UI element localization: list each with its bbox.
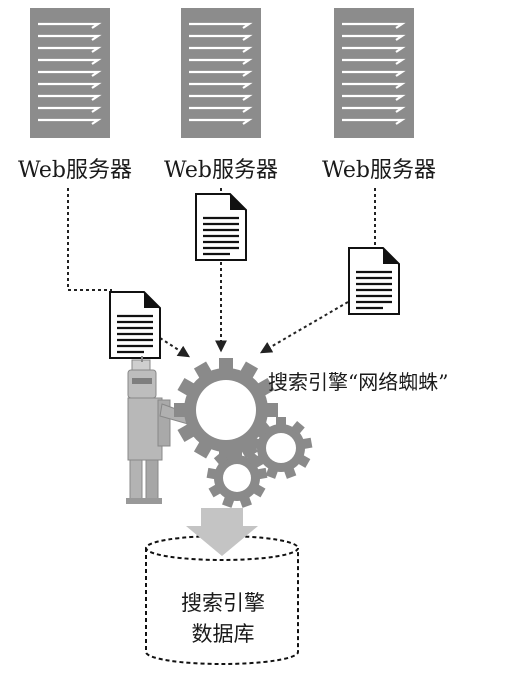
server-label-2: Web服务器 <box>164 158 278 183</box>
server-label-1: Web服务器 <box>18 158 132 183</box>
gear-icon-right <box>249 417 313 479</box>
gear-icon-large <box>174 358 278 462</box>
database-icon <box>145 535 299 665</box>
document-icon-1 <box>109 291 161 359</box>
gear-icon-bottom <box>206 448 268 508</box>
down-arrow-icon <box>186 508 258 556</box>
server-label-3: Web服务器 <box>322 158 436 183</box>
server-icon-3 <box>334 8 414 138</box>
spider-label: 搜索引擎“网络蜘蛛” <box>268 370 449 394</box>
database-label-line1: 搜索引擎 <box>181 591 265 615</box>
server-icon-1 <box>30 8 110 138</box>
document-icon-2 <box>195 193 247 261</box>
document-icon-3 <box>348 247 400 315</box>
database-label: 搜索引擎 数据库 <box>147 588 299 650</box>
server-icon-2 <box>181 8 261 138</box>
database-label-line2: 数据库 <box>191 622 255 646</box>
connector-right-arrow <box>259 301 349 354</box>
connector-left <box>67 188 112 291</box>
connector-left-arrow <box>159 337 191 358</box>
